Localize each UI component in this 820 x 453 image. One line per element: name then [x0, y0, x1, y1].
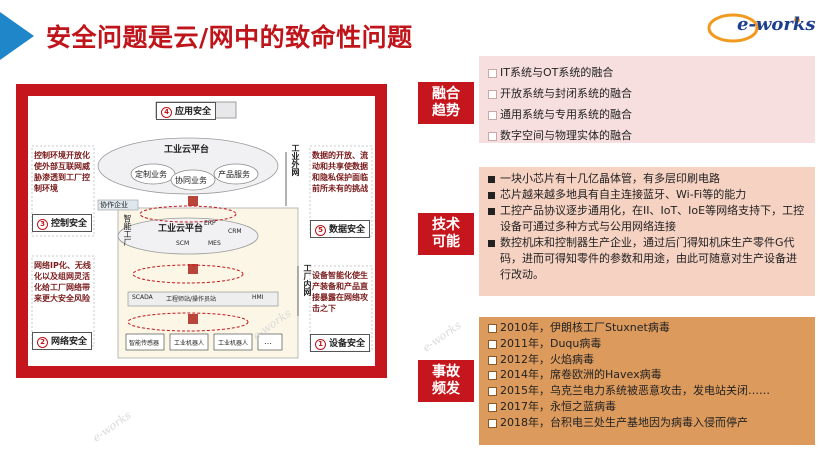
network-risk-text: 网络IP化、无线化以及组网灵活化给工厂网络带来更大安全风险 — [34, 261, 91, 303]
cloud-platform-label: 工业云平台 — [164, 145, 210, 155]
device-sensor: 智能传感器 — [129, 340, 160, 347]
list-item: 2010年，伊朗核工厂Stuxnet病毒 — [487, 320, 807, 336]
inner-net-label: 工厂内网 — [303, 264, 312, 296]
list-item: 2011年，Duqu病毒 — [487, 336, 807, 352]
tech-possibility-label: 技术可能 — [418, 213, 474, 255]
device-risk-text: 设备智能化使生产装备和产品直接暴露在网络攻击之下 — [312, 271, 368, 313]
incidents-panel: 2010年，伊朗核工厂Stuxnet病毒 2011年，Duqu病毒 2012年，… — [479, 317, 815, 445]
list-item: 工控产品协议逐步通用化，在II、IoT、IoE等网络支持下，工控设备可通过多种方… — [487, 203, 807, 235]
device-robot-1: 工业机器人 — [174, 340, 205, 347]
list-item: 开放系统与封闭系统的融合 — [487, 83, 807, 104]
list-item: 芯片越来越多地具有自主连接蓝牙、Wi-Fi等的能力 — [487, 187, 807, 203]
eworks-logo-text: e-works — [737, 14, 816, 35]
cloud-item-collab: 协同业务 — [175, 176, 207, 185]
device-more: … — [264, 337, 272, 346]
inner-item-scm: SCM — [176, 240, 190, 247]
diagram-graphics — [31, 101, 373, 359]
list-item: 2015年，乌克兰电力系统被恶意攻击，发电站关闭…… — [487, 383, 807, 399]
list-item: 数控机床和控制器生产企业，通过后门得知机床生产零件G代码，进而可得知零件的参数和… — [487, 235, 807, 283]
incidents-label: 事故频发 — [418, 360, 474, 402]
cloud-item-custom: 定制业务 — [135, 170, 167, 179]
corner-accent-shape — [0, 12, 34, 60]
list-item: 2012年，火焰病毒 — [487, 352, 807, 368]
list-item: IT系统与OT系统的融合 — [487, 62, 807, 83]
inner-item-erp: ERP — [204, 220, 216, 227]
list-item: 2017年，永恒之蓝病毒 — [487, 399, 807, 415]
watermark: e-works — [420, 318, 464, 355]
page-title: 安全问题是云/网中的致命性问题 — [46, 23, 413, 52]
collab-enterprise-label: 协作企业 — [100, 201, 128, 209]
engineer-station-label: 工程师站/操作员站 — [166, 296, 217, 303]
list-item: 2018年，台积电三处生产基地因为病毒入侵而停产 — [487, 415, 807, 431]
inner-item-crm: CRM — [228, 228, 242, 235]
inner-item-mes: MES — [208, 240, 221, 247]
eworks-logo-swoosh — [707, 13, 800, 43]
hmi-label: HMI — [252, 294, 264, 301]
outer-net-label: 工业外网 — [291, 144, 300, 176]
watermark: e-works — [90, 408, 134, 445]
cloud-item-product: 产品服务 — [218, 170, 250, 179]
fusion-trend-label: 融合趋势 — [418, 82, 474, 124]
list-item: 通用系统与专用系统的融合 — [487, 104, 807, 125]
list-item: 一块小芯片有十几亿晶体管，有多层印刷电路 — [487, 171, 807, 187]
inner-platform-label: 工业云平台 — [158, 224, 204, 234]
factory-label: 智能工厂 — [123, 214, 132, 246]
list-item: 数字空间与物理实体的融合 — [487, 125, 807, 146]
scada-label: SCADA — [132, 294, 153, 301]
control-risk-text: 控制环境开放化使外部互联网威胁渗透到工厂控制环境 — [34, 151, 90, 193]
list-item: 2014年，席卷欧洲的Havex病毒 — [487, 367, 807, 383]
fusion-trend-panel: IT系统与OT系统的融合 开放系统与封闭系统的融合 通用系统与专用系统的融合 数… — [479, 56, 815, 143]
data-risk-text: 数据的开放、流动和共享使数据和隐私保护面临前所未有的挑战 — [312, 151, 368, 193]
tech-possibility-panel: 一块小芯片有十几亿晶体管，有多层印刷电路 芯片越来越多地具有自主连接蓝牙、Wi-… — [479, 167, 815, 296]
device-robot-2: 工业机器人 — [218, 340, 249, 347]
